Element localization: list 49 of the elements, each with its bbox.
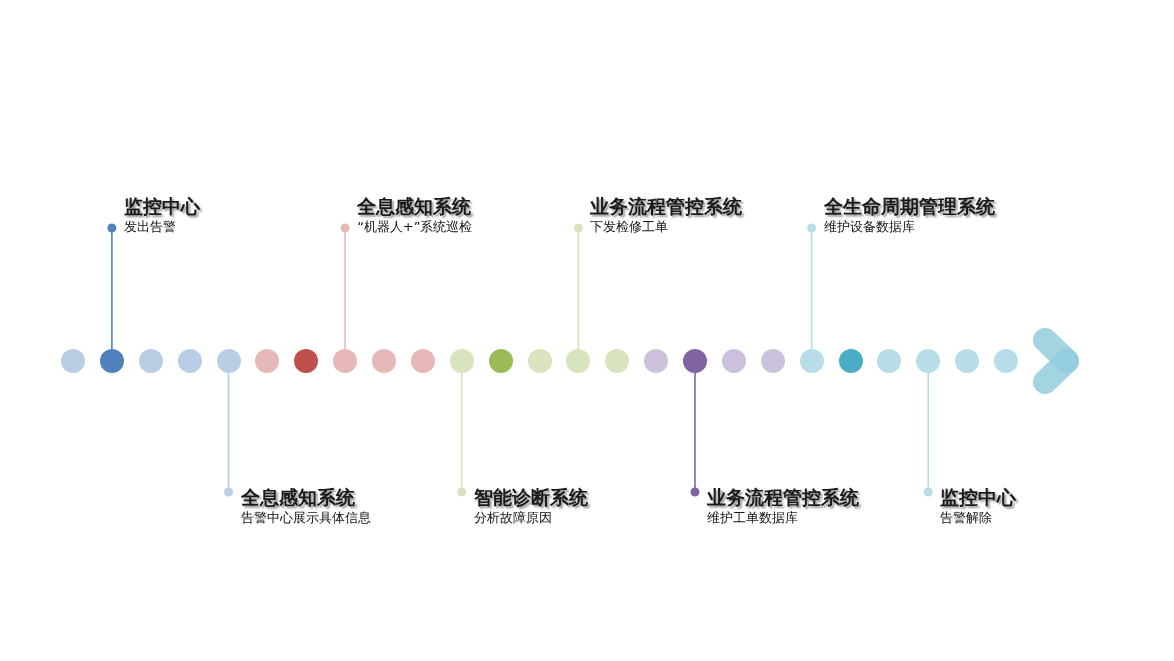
step-description: 告警解除: [940, 509, 993, 527]
timeline-dot: [760, 349, 785, 373]
timeline-dot: [955, 349, 980, 373]
step-title: 监控中心: [123, 194, 200, 218]
timeline-dot: [916, 349, 941, 373]
leader-line: [224, 372, 233, 497]
timeline-dot: [877, 349, 902, 373]
timeline-dot: [994, 349, 1018, 373]
step-description: 分析故障原因: [473, 509, 552, 527]
step-description: 下发检修工单: [590, 218, 669, 236]
step-title: 监控中心: [940, 485, 1017, 509]
timeline-dot: [449, 349, 474, 373]
leader-line: [690, 372, 700, 497]
timeline-dot: [644, 349, 669, 373]
step-description: 维护设备数据库: [823, 218, 915, 236]
step-description: “机器人+”系统巡检: [357, 218, 473, 236]
timeline-dot: [566, 349, 591, 373]
timeline-dot: [138, 349, 163, 373]
step-title: 业务流程管控系统: [590, 194, 743, 218]
timeline-dot: [721, 349, 746, 373]
timeline-dot: [799, 349, 824, 373]
step-title: 业务流程管控系统: [707, 485, 859, 509]
step-title: 全生命周期管理系统: [823, 194, 995, 218]
timeline-dot: [683, 349, 707, 373]
timeline-dot: [605, 349, 630, 373]
leader-line: [807, 223, 817, 350]
timeline-dot: [333, 349, 358, 373]
leader-line: [573, 223, 583, 350]
timeline-dot: [838, 349, 863, 373]
leader-line: [923, 372, 933, 497]
leader-line: [107, 223, 117, 350]
timeline-dot: [255, 349, 280, 373]
timeline-dot: [177, 349, 202, 373]
leader-line: [340, 223, 350, 350]
timeline-dot: [294, 349, 319, 373]
step-title: 智能诊断系统: [473, 485, 588, 509]
timeline-dot: [216, 349, 241, 373]
leader-line: [457, 372, 467, 497]
step-title: 全息感知系统: [357, 194, 472, 218]
timeline-dot: [372, 349, 396, 373]
step-description: 发出告警: [123, 218, 176, 236]
timeline-dot: [410, 349, 435, 373]
timeline-dot: [99, 349, 124, 373]
timeline-dot: [488, 349, 513, 373]
step-description: 告警中心展示具体信息: [240, 509, 371, 527]
step-title: 全息感知系统: [240, 485, 355, 509]
timeline-dot: [61, 349, 85, 373]
timeline-dot: [527, 349, 552, 373]
step-description: 维护工单数据库: [707, 509, 798, 527]
